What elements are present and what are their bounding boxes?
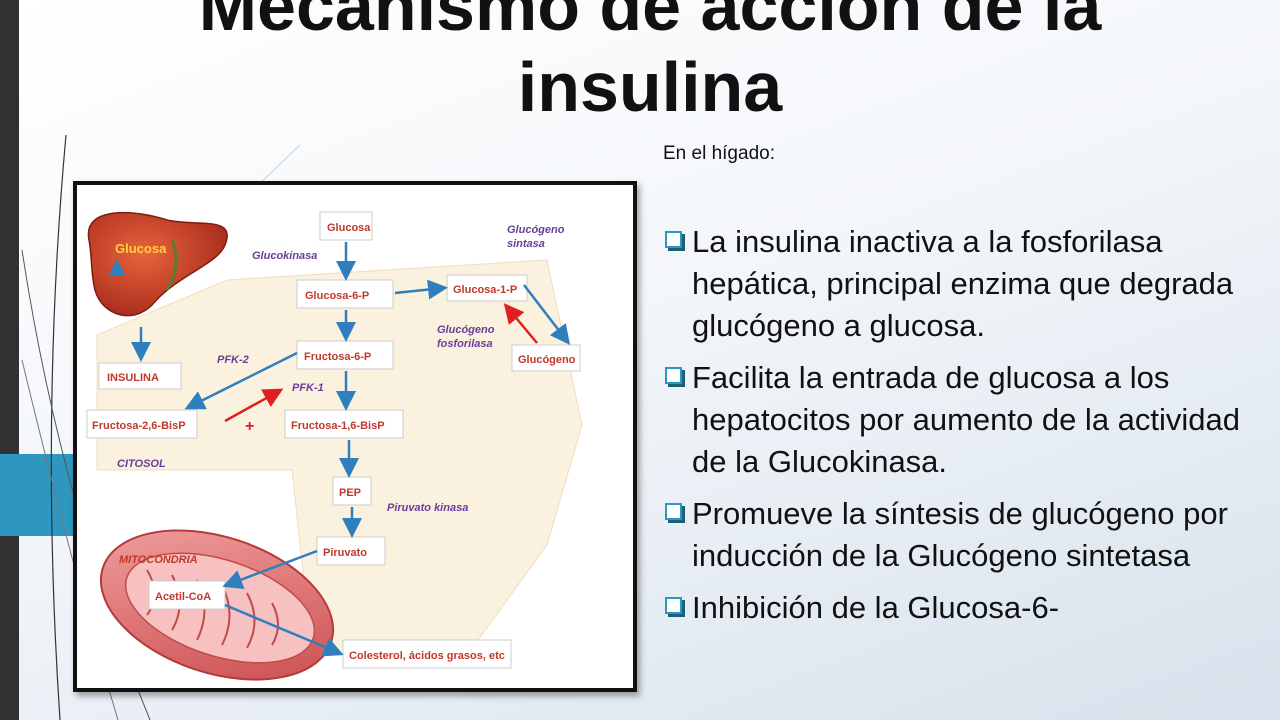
bullet-item: Inhibición de la Glucosa-6- [663,587,1263,629]
bullet-item: Promueve la síntesis de glucógeno por in… [663,493,1263,577]
node-label: Acetil-CoA [155,591,211,603]
sidebar-accent-block [0,454,76,536]
node-label: Glucosa-1-P [453,284,517,296]
activation-plus-sign: + [245,418,254,435]
metabolism-diagram-frame: Glucosa Glucosa Glucosa-6-P Glucosa-1-P … [73,181,637,692]
node-glucosa-1-p: Glucosa-1-P [446,274,528,302]
node-label: Fructosa-2,6-BisP [92,420,186,432]
bullet-item: Facilita la entrada de glucosa a los hep… [663,357,1263,483]
node-fructosa-1-6-bisp: Fructosa-1,6-BisP [284,409,404,439]
node-piruvato: Piruvato [316,536,386,566]
page-title-line-2: insulina [517,48,783,126]
node-glucosa-6-p: Glucosa-6-P [296,279,394,309]
node-label: Glucógeno [518,354,576,366]
page-title-line-1: Mecanismo de acción de la [198,0,1102,45]
node-label: Glucosa [327,222,371,234]
node-label: Glucosa-6-P [305,290,369,302]
node-glucogeno: Glucógeno [511,344,581,372]
enzyme-pfk-2: PFK-2 [217,354,249,366]
bullet-text: Promueve la síntesis de glucógeno por in… [692,496,1228,573]
enzyme-piruvato-kinasa: Piruvato kinasa [387,502,468,514]
bullet-text: Facilita la entrada de glucosa a los hep… [692,360,1241,479]
bullet-text: La insulina inactiva a la fosforilasa he… [692,224,1234,343]
checkbox-bullet-icon [665,367,682,384]
bullet-list: La insulina inactiva a la fosforilasa he… [663,221,1263,639]
metabolism-diagram: Glucosa Glucosa Glucosa-6-P Glucosa-1-P … [86,211,583,681]
node-label: Fructosa-6-P [304,351,371,363]
checkbox-bullet-icon [665,231,682,248]
liver-illustration [87,211,228,317]
checkbox-bullet-icon [665,503,682,520]
enzyme-glucogeno-fosforilasa-2: fosforilasa [437,338,493,350]
enzyme-pfk-1: PFK-1 [292,382,324,394]
enzyme-glucogeno-fosforilasa-1: Glucógeno [437,324,495,336]
node-label: INSULINA [107,372,159,384]
node-insulina: INSULINA [98,362,182,390]
node-fructosa-6-p: Fructosa-6-P [296,340,394,370]
node-colesterol: Colesterol, ácidos grasos, etc [342,639,512,669]
node-label: Colesterol, ácidos grasos, etc [349,650,505,662]
liver-glucose-label: Glucosa [115,241,167,256]
sidebar-bar [0,0,19,720]
checkbox-bullet-icon [665,597,682,614]
regulation-arrows [224,303,538,423]
node-acetil-coa: Acetil-CoA [148,580,226,610]
bullet-item: La insulina inactiva a la fosforilasa he… [663,221,1263,347]
node-label: Piruvato [323,547,367,559]
bullet-text: Inhibición de la Glucosa-6- [692,590,1060,625]
node-fructosa-2-6-bisp: Fructosa-2,6-BisP [86,409,198,439]
enzyme-glucogeno-sintasa-1: Glucógeno [507,224,565,236]
node-label: Fructosa-1,6-BisP [291,420,385,432]
region-mitocondria-label: MITOCONDRIA [119,554,198,566]
enzyme-glucokinasa: Glucokinasa [252,250,317,262]
node-glucosa: Glucosa [319,211,373,241]
region-citosol-label: CITOSOL [117,458,166,470]
node-pep: PEP [332,476,372,506]
pathway-arrows [131,242,571,657]
node-label: PEP [339,487,361,499]
enzyme-glucogeno-sintasa-2: sintasa [507,238,545,250]
subtitle: En el hígado: [663,143,775,164]
